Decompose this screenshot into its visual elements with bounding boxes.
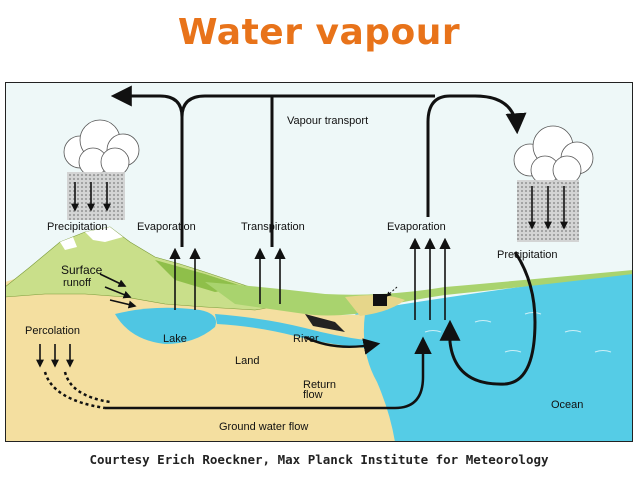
label-land: Land xyxy=(235,355,259,367)
label-vapour-transport: Vapour transport xyxy=(287,115,368,127)
label-runoff: runoff xyxy=(63,277,92,289)
label-evaporation-right: Evaporation xyxy=(387,221,446,233)
diagram-frame xyxy=(5,82,633,442)
label-surface: Surface xyxy=(61,263,103,277)
page-title: Water vapour xyxy=(177,12,461,53)
label-transpiration: Transpiration xyxy=(241,221,305,233)
label-ground-water-flow: Ground water flow xyxy=(219,421,308,433)
coastal-vegetation xyxy=(205,270,633,316)
label-percolation: Percolation xyxy=(25,325,80,337)
water-cycle-diagram: Vapour transport Precipitation Evaporati… xyxy=(5,82,633,442)
image-credit: Courtesy Erich Roeckner, Max Planck Inst… xyxy=(89,452,549,467)
label-return: Return xyxy=(303,379,336,391)
label-evaporation-left: Evaporation xyxy=(137,221,196,233)
cloud-icon xyxy=(513,125,594,185)
lake xyxy=(115,307,216,344)
label-precipitation-left: Precipitation xyxy=(47,221,108,233)
ocean xyxy=(355,272,633,442)
cloud-icon xyxy=(63,119,140,177)
label-river: River xyxy=(293,333,319,345)
label-flow: flow xyxy=(303,389,323,401)
pipe-icon xyxy=(373,294,387,306)
river xyxy=(215,314,365,348)
label-lake: Lake xyxy=(163,333,187,345)
rain-icon xyxy=(67,172,125,220)
label-ocean: Ocean xyxy=(551,399,583,411)
label-precipitation-right: Precipitation xyxy=(497,249,558,261)
